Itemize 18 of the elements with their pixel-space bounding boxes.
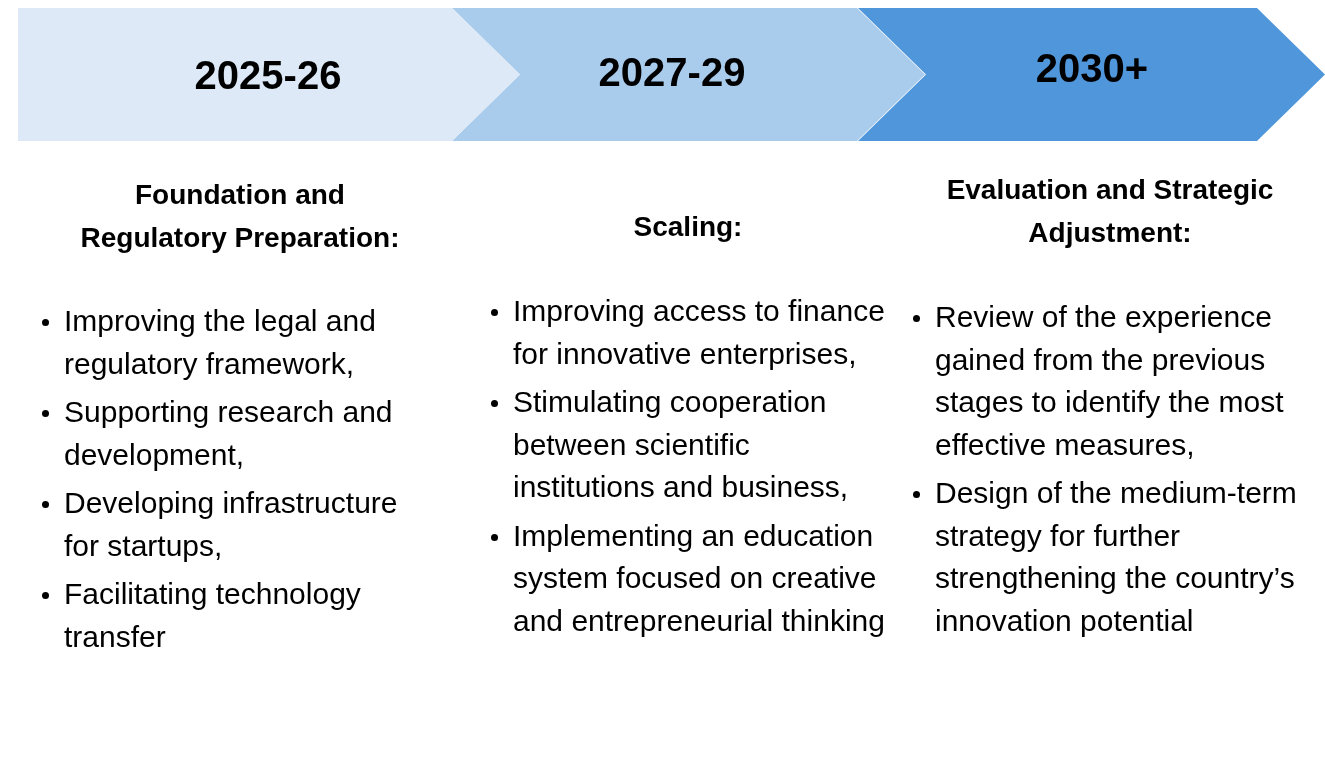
bullet-item: Developing infrastructure for startups, bbox=[64, 485, 399, 564]
bullet-item: Supporting research and development, bbox=[64, 394, 394, 473]
year-label: 2027-29 bbox=[598, 49, 746, 95]
bullet-item: Improving the legal and regulatory framework, bbox=[64, 303, 377, 382]
bullet-item: Design of the medium-term strategy for further strengthening the country’s innovation potential bbox=[935, 475, 1298, 639]
bullet-item: Review of the experience gained from the previous stages to identify the most effective measures, bbox=[935, 299, 1285, 463]
phase-heading: Scaling: bbox=[632, 210, 744, 244]
year-label: 2030+ bbox=[1035, 45, 1149, 91]
phase-heading: Evaluation and Strategic Adjustment: bbox=[945, 173, 1275, 250]
timeline-phase-band bbox=[452, 8, 925, 141]
bullet-item: Improving access to finance for innovative enterprises, bbox=[513, 293, 886, 372]
year-label: 2025-26 bbox=[194, 52, 342, 98]
phase-heading: Foundation and Regulatory Preparation: bbox=[79, 178, 401, 255]
bullet-item: Facilitating technology transfer bbox=[64, 576, 362, 655]
bullet-item: Stimulating cooperation between scientific institutions and business, bbox=[513, 384, 850, 505]
bullet-item: Implementing an education system focused on creative and entrepreneurial thinking bbox=[513, 517, 886, 639]
timeline-phase-band bbox=[18, 8, 520, 141]
timeline-phase-band bbox=[858, 8, 1325, 141]
